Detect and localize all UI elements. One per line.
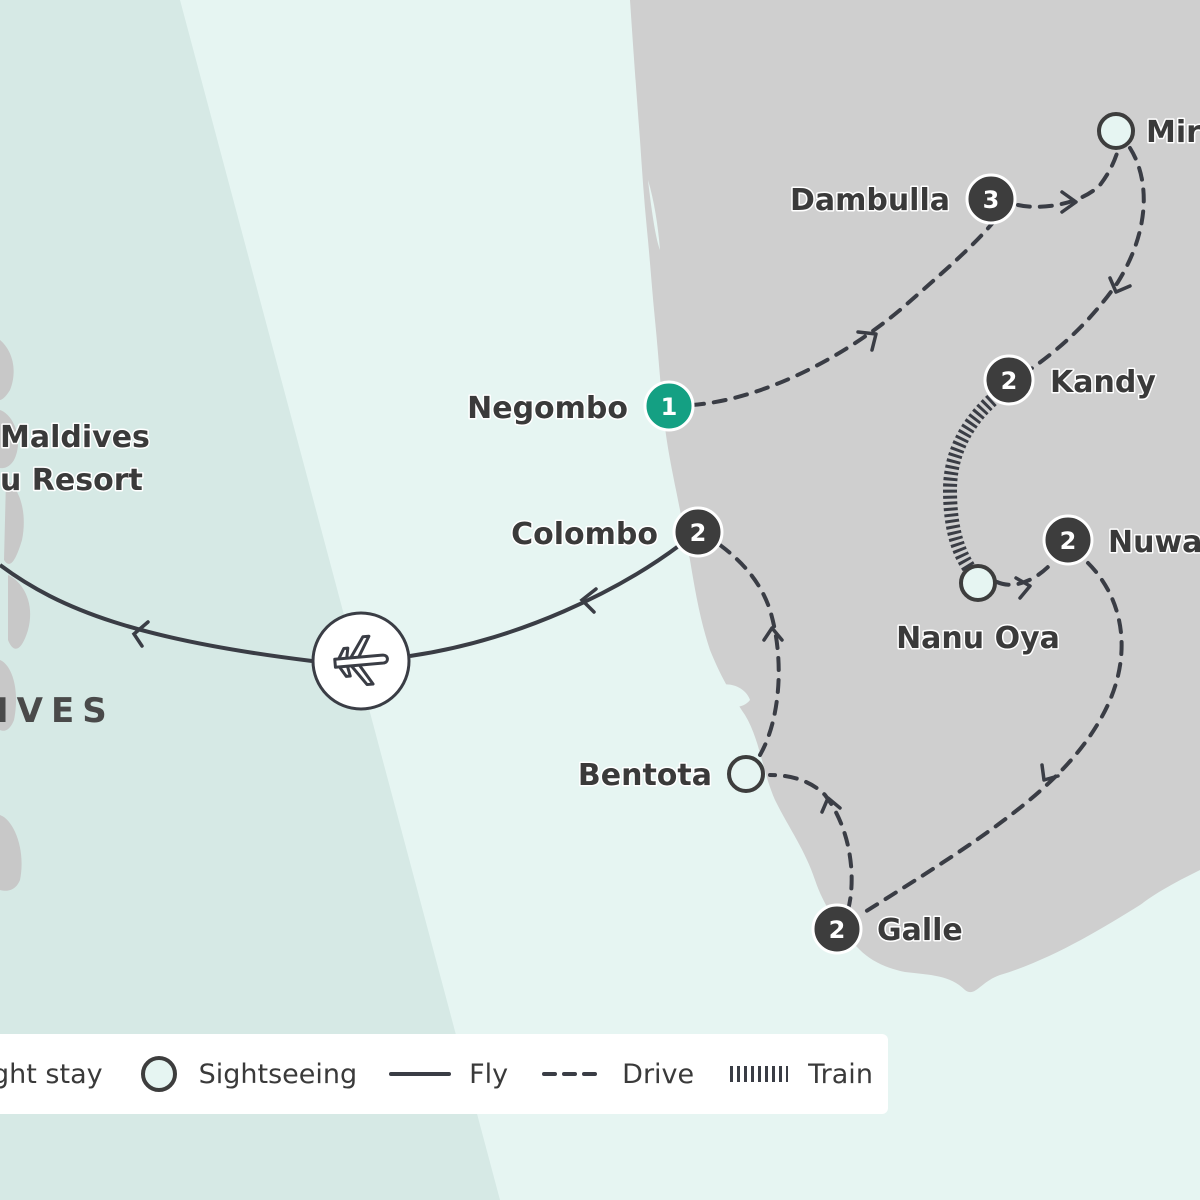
legend-train-label: Train xyxy=(808,1058,873,1090)
stop-kandy[interactable]: 2 Kandy xyxy=(983,354,1158,406)
flight-route xyxy=(0,543,682,663)
stop-colombo[interactable]: 2 Colombo xyxy=(510,506,724,558)
stop-galle[interactable]: 2 Galle xyxy=(811,903,964,955)
train-route xyxy=(942,394,997,577)
stop-negombo-nights: 1 xyxy=(661,393,678,421)
legend-drive: Drive xyxy=(542,1059,694,1090)
drive-routes xyxy=(690,146,1146,917)
coast-spit xyxy=(648,180,660,250)
resort-label-line2: u Resort xyxy=(0,463,143,498)
region-label: IVES xyxy=(0,691,115,731)
stop-negombo-label: Negombo xyxy=(467,391,628,426)
legend-sightseeing: Sightseeing xyxy=(139,1054,358,1094)
sightseeing-marker-icon xyxy=(140,1056,177,1092)
stop-mir[interactable]: Mir xyxy=(1097,112,1200,152)
drive-arrows xyxy=(762,190,1132,814)
stop-dambulla-nights: 3 xyxy=(983,186,1000,214)
legend-stay-label: ght stay xyxy=(0,1058,103,1090)
stop-colombo-label: Colombo xyxy=(511,517,658,552)
stop-nuwa-label: Nuwa xyxy=(1108,525,1200,560)
train-line-icon xyxy=(730,1066,789,1082)
fly-line-icon xyxy=(389,1072,452,1076)
maldives-islands xyxy=(0,340,31,891)
stop-negombo[interactable]: 1 Negombo xyxy=(466,380,695,432)
stop-nuwa-nights: 2 xyxy=(1060,527,1077,555)
flight-arrows xyxy=(131,587,598,648)
stop-dambulla-label: Dambulla xyxy=(790,183,950,218)
stop-bentota-label: Bentota xyxy=(578,758,712,793)
stop-bentota[interactable]: Bentota xyxy=(576,755,765,795)
stop-kandy-nights: 2 xyxy=(1001,367,1018,395)
legend-train: Train xyxy=(728,1059,873,1090)
maldives-band xyxy=(0,0,500,1200)
sri-lanka-landmass xyxy=(630,0,1200,993)
flight-hub xyxy=(311,611,411,711)
map-legend: ght stay Sightseeing Fly Drive Train xyxy=(0,1034,888,1114)
legend-drive-label: Drive xyxy=(622,1058,695,1090)
stop-kandy-label: Kandy xyxy=(1050,365,1156,400)
stop-galle-nights: 2 xyxy=(829,916,846,944)
legend-fly-label: Fly xyxy=(469,1058,509,1090)
drive-line-icon xyxy=(542,1072,605,1076)
legend-fly: Fly xyxy=(389,1059,508,1090)
resort-label-line1: Maldives xyxy=(0,420,150,455)
legend-stay: ght stay xyxy=(0,1059,103,1090)
stop-mir-label: Mir xyxy=(1146,115,1200,150)
airplane-icon xyxy=(333,634,389,687)
stop-dambulla[interactable]: 3 Dambulla xyxy=(788,173,1017,225)
stop-galle-label: Galle xyxy=(877,913,963,948)
stop-nanu-oya-label: Nanu Oya xyxy=(896,621,1060,656)
stop-nanu-oya[interactable]: Nanu Oya xyxy=(895,564,1061,658)
lagoon xyxy=(714,684,750,708)
stop-nuwa[interactable]: 2 Nuwa xyxy=(1042,514,1200,566)
legend-sightseeing-label: Sightseeing xyxy=(198,1058,358,1090)
stop-colombo-nights: 2 xyxy=(690,519,707,547)
